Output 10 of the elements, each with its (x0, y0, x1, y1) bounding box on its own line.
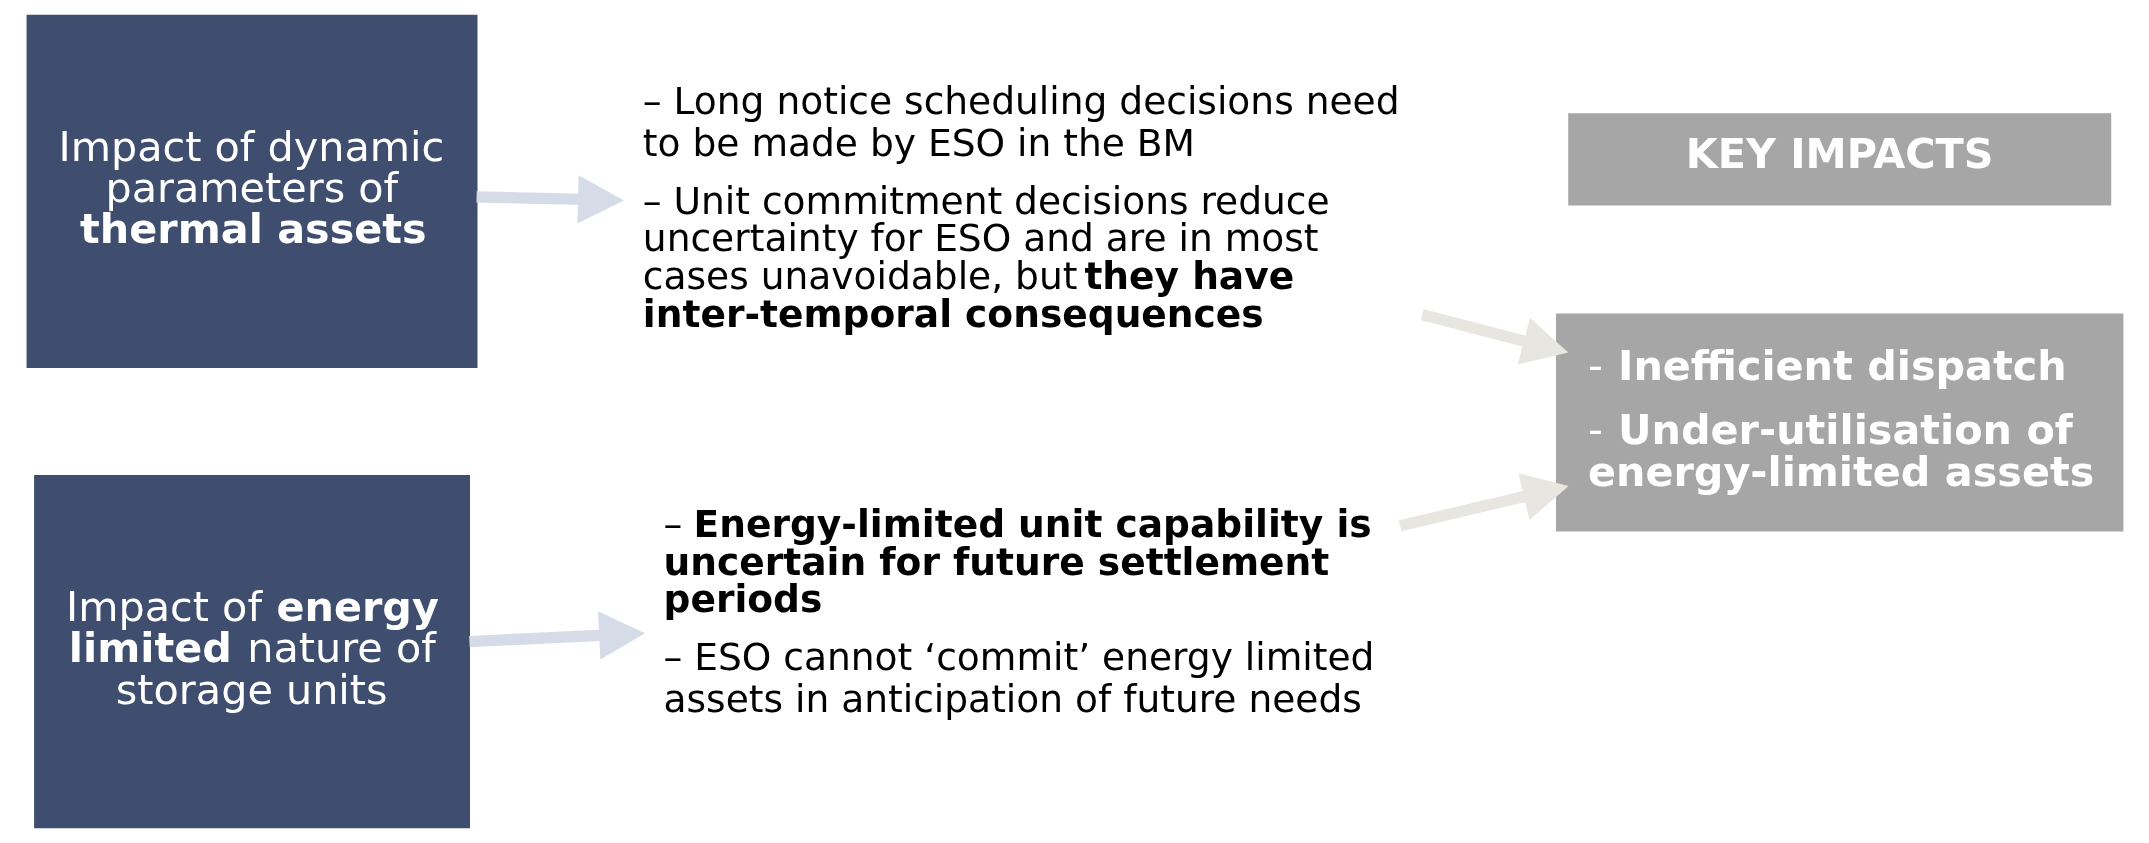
arrow (475, 175, 624, 224)
node-box: Impact of dynamic parameters of thermal assets (26, 14, 477, 368)
node-box: KEY IMPACTS (1567, 113, 2111, 206)
arrow (468, 611, 645, 660)
node-box: - Inefficient dispatch - Under-utilisation of energy-limited assets (1555, 313, 2123, 532)
node-text: – Long notice scheduling decisions need to be made by ESO in the BM – Unit commitment decisions reduce uncertainty for ESO and are in most cases unavoidable, but they have inter-temporal consequences (642, 79, 1400, 336)
node-text: – Energy-limited unit capability is uncertain for future settlement periods – ESO cannot ‘commit’ energy limited assets in anticipation of future needs (663, 502, 1374, 721)
node-box: Impact of energy limited nature of storage units (33, 475, 470, 829)
arrow (1420, 309, 1568, 365)
arrow (1398, 473, 1569, 532)
